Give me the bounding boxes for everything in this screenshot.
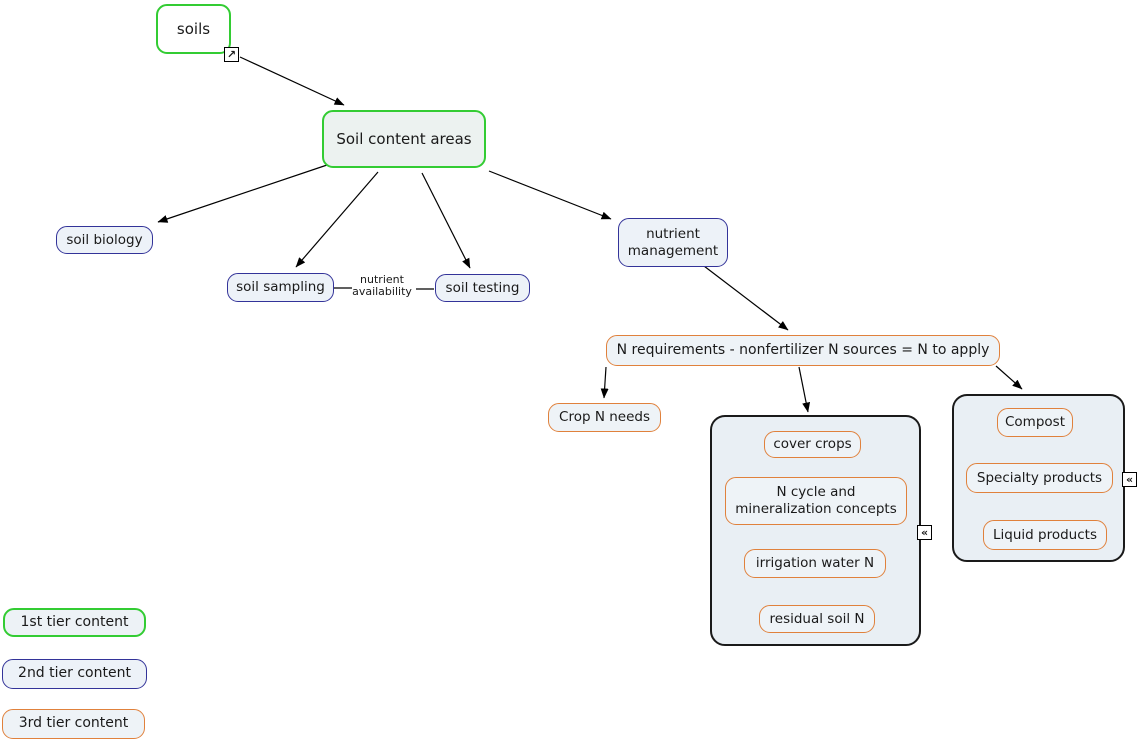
node-specialty-products[interactable]: Specialty products — [966, 463, 1113, 493]
node-soil-testing[interactable]: soil testing — [435, 274, 530, 302]
legend-tier2[interactable]: 2nd tier content — [2, 659, 147, 689]
node-n-cycle-mineralization[interactable]: N cycle and mineralization concepts — [725, 477, 907, 525]
linking-phrase-nutrient-availability[interactable]: nutrient availability — [352, 273, 412, 298]
node-crop-n-needs[interactable]: Crop N needs — [548, 403, 661, 432]
node-soils[interactable]: soils — [156, 4, 231, 54]
node-irrigation-water-n[interactable]: irrigation water N — [744, 549, 886, 578]
node-cover-crops[interactable]: cover crops — [764, 431, 861, 458]
node-soil-sampling[interactable]: soil sampling — [227, 273, 334, 302]
legend-tier3[interactable]: 3rd tier content — [2, 709, 145, 739]
node-n-requirements[interactable]: N requirements - nonfertilizer N sources… — [606, 335, 1000, 366]
legend-tier1[interactable]: 1st tier content — [3, 608, 146, 637]
collapse-group-icon[interactable]: « — [917, 525, 932, 540]
node-compost[interactable]: Compost — [997, 408, 1073, 437]
collapse-group-icon[interactable]: « — [1122, 472, 1137, 487]
node-liquid-products[interactable]: Liquid products — [983, 520, 1107, 550]
node-soil-biology[interactable]: soil biology — [56, 226, 153, 254]
node-residual-soil-n[interactable]: residual soil N — [759, 605, 875, 633]
resource-link-icon[interactable]: ↗ — [224, 47, 239, 62]
node-soil-content-areas[interactable]: Soil content areas — [322, 110, 486, 168]
node-nutrient-management[interactable]: nutrient management — [618, 218, 728, 267]
